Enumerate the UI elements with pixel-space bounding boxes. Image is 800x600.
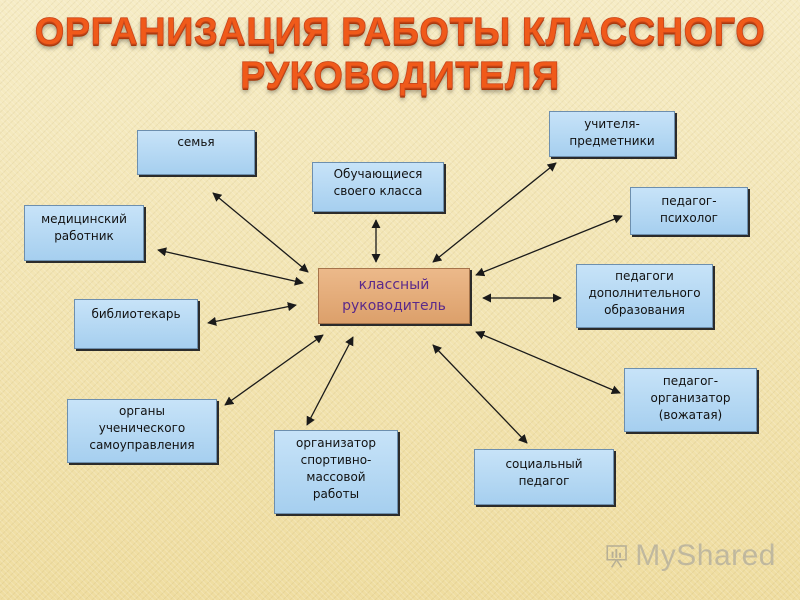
node-family: семья xyxy=(137,130,255,175)
node-additional-education-line-1: педагоги xyxy=(615,269,674,283)
node-organizer: педагог- организатор (вожатая) xyxy=(624,368,757,432)
center-line-1: классный xyxy=(358,277,430,293)
node-organizer-line-1: педагог- xyxy=(662,374,719,388)
node-self-government-line-3: самоуправления xyxy=(89,438,195,452)
node-librarian: библиотекарь xyxy=(74,299,198,349)
arrow-self-government xyxy=(224,334,324,406)
node-additional-education: педагоги дополнительного образования xyxy=(576,264,713,328)
arrow-social-teacher xyxy=(432,344,528,444)
arrow-psychologist xyxy=(475,214,623,277)
arrow-librarian xyxy=(207,302,297,326)
center-line-2: руководитель xyxy=(342,298,446,314)
node-psychologist-line-1: педагог- xyxy=(661,194,717,208)
node-medical-line-1: медицинский xyxy=(41,212,127,226)
node-sports-organizer-line-2: спортивно- xyxy=(300,453,372,467)
title-line-2: РУКОВОДИТЕЛЯ xyxy=(240,55,560,98)
node-subject-teachers-line-1: учителя- xyxy=(584,117,640,131)
node-self-government-line-2: ученического xyxy=(98,421,186,435)
node-social-teacher-line-2: педагог xyxy=(518,474,570,488)
node-social-teacher: социальный педагог xyxy=(474,449,614,505)
node-students-line-1: Обучающиеся xyxy=(333,167,423,181)
node-psychologist-line-2: психолог xyxy=(659,211,718,225)
node-students-line-2: своего класса xyxy=(333,184,423,198)
node-sports-organizer-line-4: работы xyxy=(312,487,360,501)
node-sports-organizer-line-1: организатор xyxy=(296,436,376,450)
arrow-medical xyxy=(157,247,304,286)
node-organizer-line-3: (вожатая) xyxy=(658,408,723,422)
page-title: ОРГАНИЗАЦИЯ РАБОТЫ КЛАССНОГО РУКОВОДИТЕЛ… xyxy=(0,10,800,98)
center-node-class-teacher: классный руководитель xyxy=(318,268,470,324)
node-additional-education-line-3: образования xyxy=(604,303,685,317)
presentation-board-icon xyxy=(606,545,627,568)
node-self-government-line-1: органы xyxy=(119,404,165,418)
node-students: Обучающиеся своего класса xyxy=(312,162,444,212)
arrow-sports-organizer xyxy=(306,336,354,426)
node-librarian-label: библиотекарь xyxy=(91,307,181,321)
node-subject-teachers: учителя- предметники xyxy=(549,111,675,157)
node-medical: медицинский работник xyxy=(24,205,144,261)
node-additional-education-line-2: дополнительного xyxy=(588,286,701,300)
node-organizer-line-2: организатор xyxy=(650,391,731,405)
node-family-label: семья xyxy=(177,135,215,149)
arrow-organizer xyxy=(475,331,621,394)
node-self-government: органы ученического самоуправления xyxy=(67,399,217,463)
node-subject-teachers-line-2: предметники xyxy=(569,134,655,148)
arrow-subject-teachers xyxy=(432,162,557,263)
node-medical-line-2: работник xyxy=(54,229,114,243)
title-line-1: ОРГАНИЗАЦИЯ РАБОТЫ КЛАССНОГО xyxy=(34,11,766,54)
node-sports-organizer: организатор спортивно- массовой работы xyxy=(274,430,398,514)
node-social-teacher-line-1: социальный xyxy=(505,457,583,471)
logo-text: MyShared xyxy=(635,539,776,572)
arrow-family xyxy=(212,192,309,273)
watermark-logo: MyShared xyxy=(606,534,776,578)
node-sports-organizer-line-3: массовой xyxy=(306,470,366,484)
node-psychologist: педагог- психолог xyxy=(630,187,748,235)
